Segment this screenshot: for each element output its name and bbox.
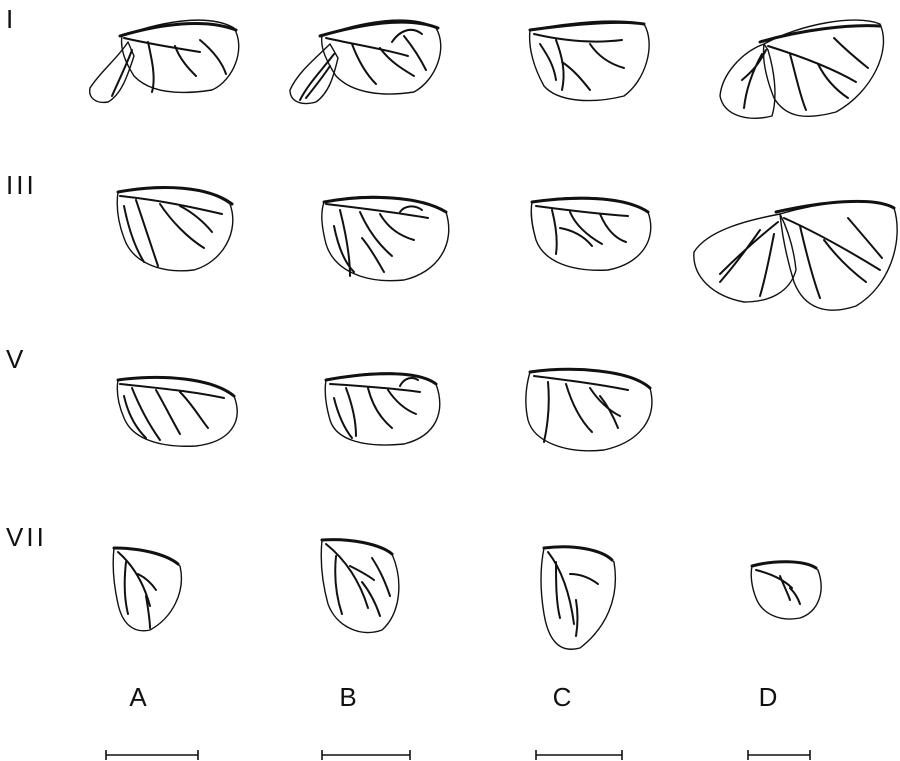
leaf-row1-col-d: [720, 20, 883, 118]
leaf-row4-col-c: [541, 547, 615, 650]
leaf-row3-col-b: [325, 373, 440, 445]
leaf-row3-col-c: [526, 369, 652, 450]
leaf-row2-col-a: [117, 188, 233, 271]
scale-bar-d: [748, 750, 810, 760]
leaf-row1-col-a: [90, 20, 239, 102]
leaf-row2-col-b: [322, 197, 449, 281]
leaf-row4-col-a: [113, 548, 181, 631]
leaf-row4-col-b: [321, 540, 399, 633]
scale-bar-a: [106, 750, 198, 760]
scale-bar-b: [322, 750, 410, 760]
leaf-row1-col-b: [290, 20, 441, 103]
scale-bar-c: [536, 750, 622, 760]
leaf-row2-col-d: [694, 201, 897, 310]
leaf-row4-col-d: [751, 562, 821, 619]
leaf-row3-col-a: [117, 377, 237, 446]
leaf-row1-col-c: [530, 21, 650, 100]
leaf-row2-col-c: [531, 197, 651, 270]
